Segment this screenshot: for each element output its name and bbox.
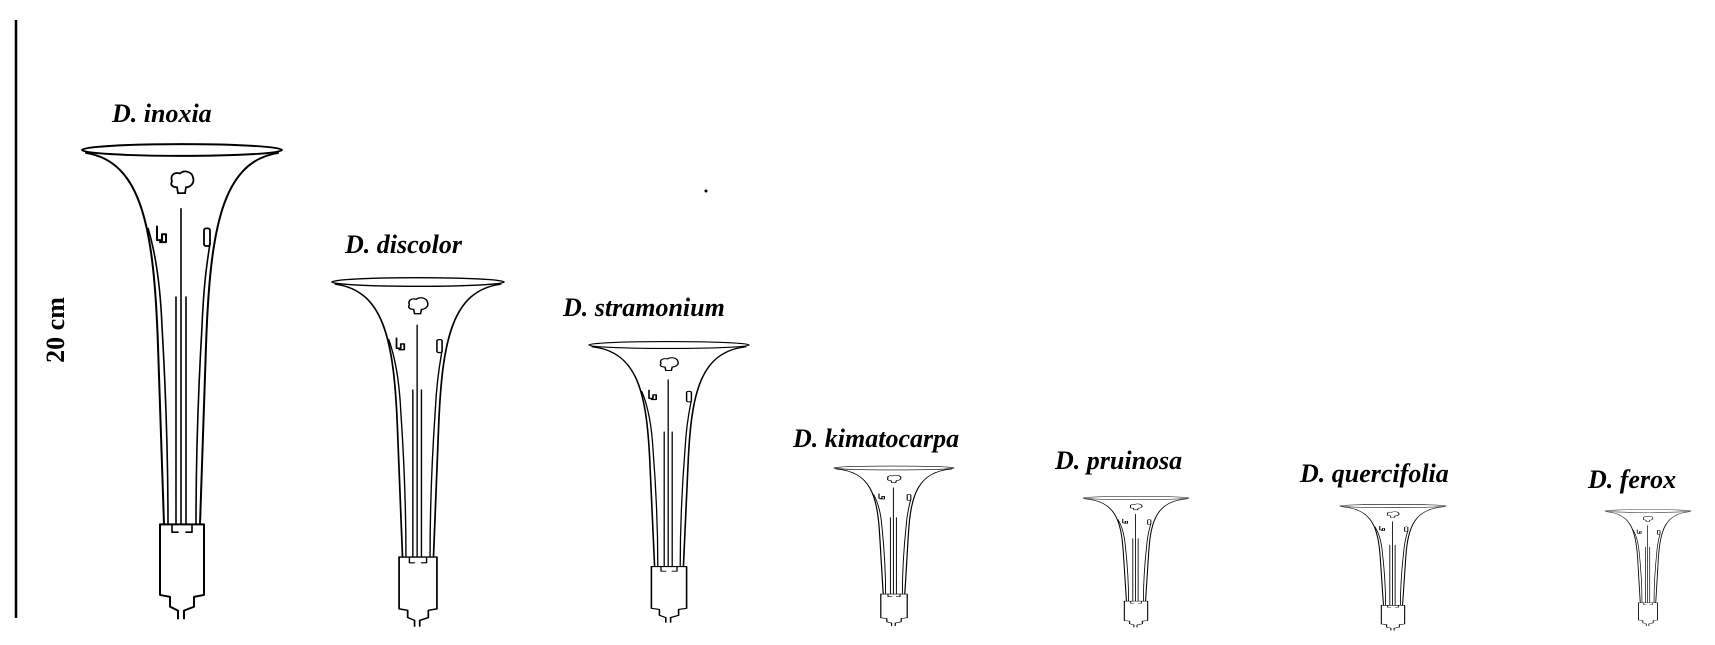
flower-d-pruinosa [1083, 496, 1189, 627]
label-d-stramonium: D. stramonium [562, 293, 725, 322]
flower-d-quercifolia [1340, 504, 1446, 630]
label-d-inoxia: D. inoxia [111, 99, 212, 128]
flower-d-ferox [1605, 510, 1691, 626]
flower-d-kimatocarpa [834, 466, 954, 626]
label-d-quercifolia: D. quercifolia [1299, 459, 1449, 488]
scale-bar: 20 cm [16, 20, 70, 618]
scale-bar-label: 20 cm [41, 297, 70, 363]
label-d-ferox: D. ferox [1587, 465, 1676, 494]
label-d-pruinosa: D. pruinosa [1054, 446, 1182, 475]
flower-d-stramonium [589, 342, 749, 623]
flower-d-discolor [332, 278, 504, 626]
flower-d-inoxia [82, 144, 282, 618]
scan-dot [705, 190, 708, 193]
label-d-discolor: D. discolor [344, 230, 463, 259]
label-d-kimatocarpa: D. kimatocarpa [792, 424, 959, 453]
